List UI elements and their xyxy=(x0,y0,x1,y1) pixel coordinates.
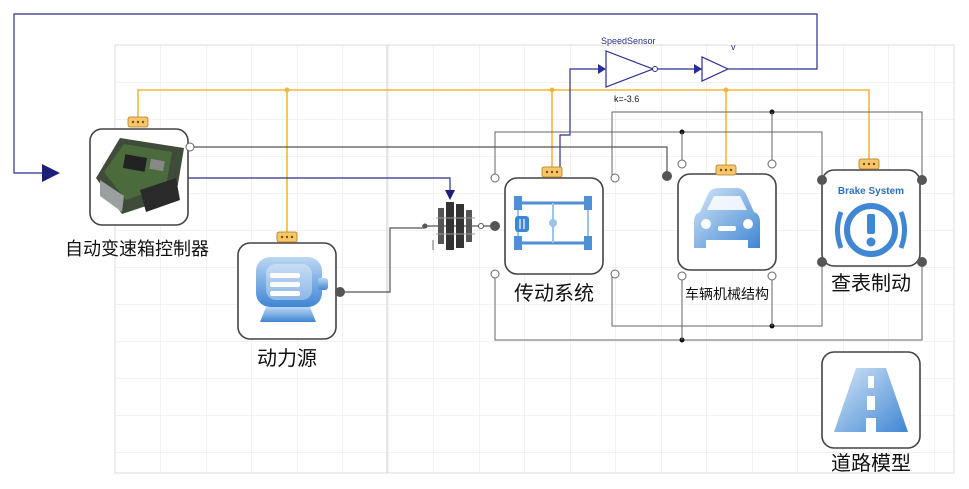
ecu-board-icon xyxy=(96,138,184,214)
power-source-block[interactable]: 动力源 xyxy=(237,231,345,370)
brake-title: Brake System xyxy=(838,186,904,197)
bus-connector-icon xyxy=(127,116,149,128)
motor-icon xyxy=(256,257,328,322)
controller-block[interactable]: 自动变速箱控制器 xyxy=(65,116,209,260)
controller-signal-lines[interactable] xyxy=(188,146,668,200)
speed-output-label: v xyxy=(731,42,736,52)
speed-sensor-name: SpeedSensor xyxy=(601,36,656,46)
feedback-signal-line[interactable] xyxy=(13,13,818,182)
brake-warning-icon xyxy=(835,203,907,257)
bus-connector-icon xyxy=(276,231,298,243)
road-label: 道路模型 xyxy=(831,451,911,475)
transmission-block[interactable]: 传动系统 xyxy=(490,166,620,305)
bus-connector-icon xyxy=(715,164,737,176)
bus-lines[interactable] xyxy=(137,87,870,233)
vehicle-label: 车辆机械结构 xyxy=(685,286,769,303)
transmission-label: 传动系统 xyxy=(514,281,594,305)
vehicle-block[interactable]: 车辆机械结构 xyxy=(662,159,777,303)
controller-label: 自动变速箱控制器 xyxy=(65,239,209,260)
bus-connector-icon xyxy=(858,158,880,170)
feedback-arrow-icon xyxy=(42,164,60,182)
speed-sensor-block[interactable]: SpeedSensor k=-3.6 xyxy=(601,36,658,104)
speed-sensor-signal[interactable] xyxy=(559,64,606,168)
gear-clutch-icon[interactable] xyxy=(422,202,484,250)
drivetrain-icon xyxy=(514,196,592,250)
speed-sensor-gain: k=-3.6 xyxy=(614,94,639,104)
mechanical-connections[interactable] xyxy=(340,109,923,343)
brake-block[interactable]: Brake System 查表制动 xyxy=(817,158,927,295)
bus-connector-icon xyxy=(541,166,563,178)
gain-block[interactable]: v xyxy=(658,42,738,82)
power-source-label: 动力源 xyxy=(257,346,317,370)
road-icon xyxy=(834,368,908,432)
car-icon xyxy=(694,188,760,248)
brake-label: 查表制动 xyxy=(831,271,911,295)
road-block[interactable]: 道路模型 xyxy=(821,351,921,475)
